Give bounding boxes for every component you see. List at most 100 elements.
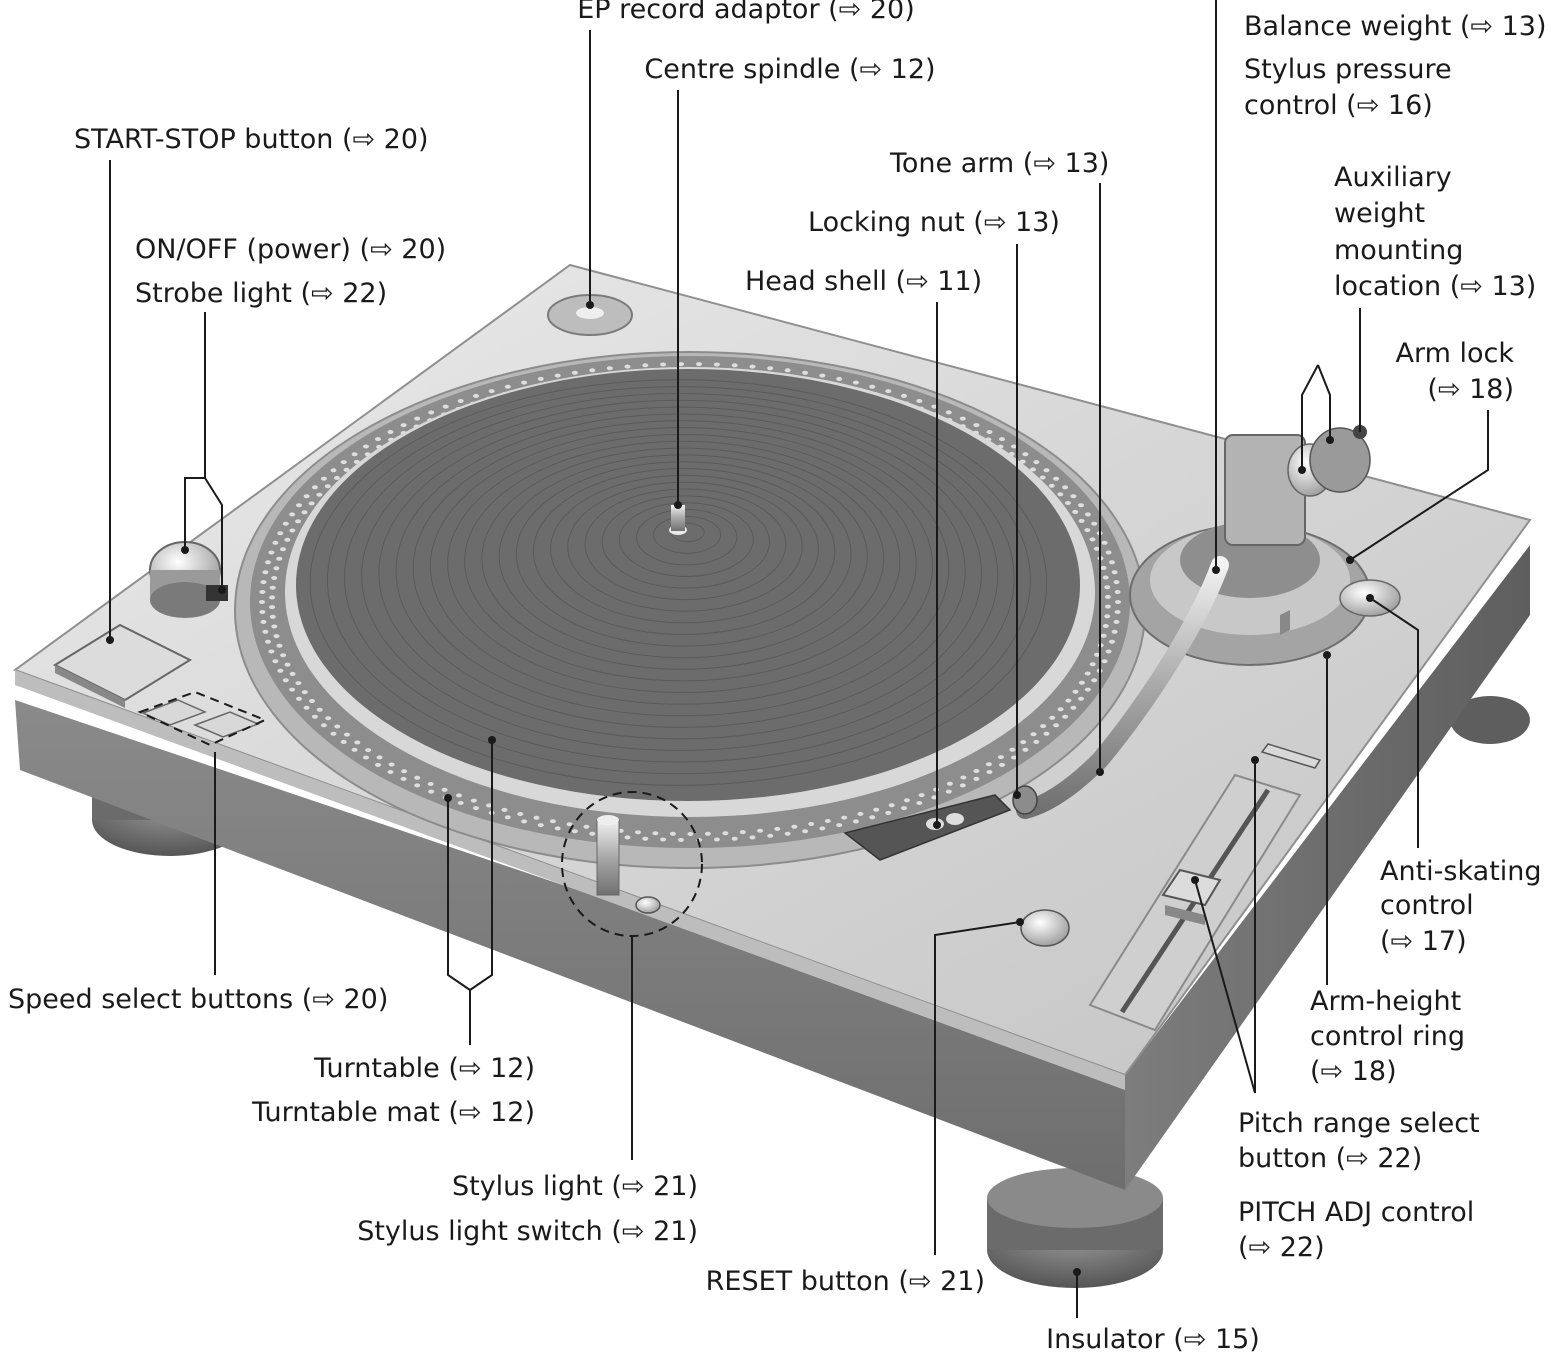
strobe-dot — [428, 410, 435, 415]
mat-groove — [344, 393, 1015, 763]
strobe-dot — [1104, 585, 1111, 590]
strobe-dot — [566, 822, 573, 827]
stylus-light-top — [597, 815, 619, 825]
strobe-dot — [1011, 444, 1017, 449]
strobe-dot — [986, 430, 993, 434]
strobe-dot — [334, 724, 341, 729]
label-anti-skating-1: Anti-skating — [1380, 856, 1542, 887]
strobe-dot — [1113, 619, 1120, 624]
start-stop-button-side — [55, 665, 125, 708]
reset-button[interactable] — [1020, 909, 1070, 947]
chassis-top-edge — [15, 670, 1125, 1090]
label-head-shell: Head shell (⇨ 11) — [745, 266, 982, 297]
stylus-light-switch[interactable] — [635, 896, 661, 914]
strobe-dot — [1109, 560, 1115, 565]
strobe-dot — [1084, 671, 1091, 676]
strobe-dot — [265, 639, 271, 644]
start-stop-button[interactable] — [52, 623, 193, 702]
leader-on-off — [184, 312, 206, 550]
strobe-dot — [1105, 649, 1112, 654]
strobe-dot — [269, 614, 276, 619]
strobe-dot — [282, 521, 289, 526]
strobe-dot — [1104, 594, 1111, 599]
strobe-dot — [303, 705, 310, 710]
tone-arm[interactable] — [1016, 556, 1229, 819]
strobe-dot — [1043, 731, 1050, 736]
strobe-dot — [1101, 540, 1108, 545]
strobe-dot — [549, 819, 556, 824]
strobe-dot — [873, 807, 880, 812]
strobe-dot — [997, 755, 1004, 760]
strobe-dot — [296, 503, 302, 508]
strobe-dot — [1105, 550, 1112, 555]
strobe-dot — [400, 776, 407, 781]
strobe-dot — [284, 662, 291, 667]
label-arm-height-3: (⇨ 18) — [1310, 1056, 1397, 1087]
strobe-dot — [414, 783, 421, 788]
leader-reset — [934, 921, 1021, 1255]
strobe-dot — [916, 801, 923, 805]
tone-arm-assembly — [843, 425, 1401, 861]
strobe-dot — [1009, 747, 1016, 752]
strobe-dot — [1104, 614, 1111, 619]
strobe-dot — [273, 566, 280, 571]
strobe-dot — [457, 801, 464, 805]
pitch-range-select-button[interactable] — [1260, 743, 1322, 769]
strobe-dot — [296, 696, 302, 701]
strobe-dot — [973, 769, 980, 773]
strobe-dot — [687, 832, 694, 836]
strobe-dot — [589, 831, 596, 836]
strobe-dot — [311, 714, 318, 719]
strobe-dot — [375, 437, 381, 442]
mat-groove — [498, 454, 868, 659]
leader-balance-weight — [1317, 364, 1331, 440]
strobe-dot — [999, 762, 1005, 767]
strobe-dot — [521, 380, 528, 385]
strobe-dot — [1030, 467, 1036, 472]
stylus-light — [596, 819, 620, 896]
label-speed-select-buttons: Speed select buttons (⇨ 20) — [8, 984, 388, 1015]
strobe-dot — [272, 659, 279, 664]
strobe-dot — [583, 824, 590, 829]
strobe-dot — [819, 373, 826, 378]
strobe-dot — [774, 826, 781, 831]
strobe-dot — [973, 423, 980, 428]
strobe-dot — [824, 819, 831, 823]
mat-groove — [601, 495, 770, 589]
strobe-dot — [276, 643, 283, 648]
pitch-controls — [1088, 743, 1322, 1032]
strobe-dot — [295, 681, 302, 686]
strobe-dot — [268, 550, 275, 555]
chassis-front-face — [15, 700, 1125, 1190]
strobe-dot — [311, 485, 318, 490]
strobe-dot — [277, 668, 284, 673]
strobe-dot — [624, 364, 631, 369]
strobe-dot — [301, 690, 308, 695]
strobe-dot — [387, 770, 394, 774]
pitch-adj-control[interactable] — [1161, 868, 1222, 907]
strobe-dot — [642, 836, 649, 841]
mat-groove — [481, 447, 885, 670]
strobe-dot — [280, 653, 287, 658]
strobe-dot — [363, 755, 369, 760]
strobe-dot — [931, 795, 938, 800]
strobe-dot — [414, 416, 421, 421]
strobe-dot — [841, 815, 848, 820]
strobe-dot — [885, 389, 892, 394]
strobe-dot — [1114, 590, 1121, 594]
head-shell[interactable] — [843, 794, 1012, 861]
strobe-dot — [316, 707, 323, 712]
strobe-dot — [704, 831, 711, 836]
balance-weight[interactable] — [1309, 427, 1371, 493]
strobe-dot — [273, 634, 280, 639]
strobe-dot — [289, 671, 296, 676]
strobe-dot — [343, 467, 350, 472]
strobe-dot — [1101, 659, 1108, 664]
strobe-dot — [330, 468, 337, 473]
arm-lock[interactable] — [1280, 610, 1290, 635]
strobe-dot — [260, 619, 267, 624]
strobe-dot — [1033, 739, 1040, 744]
strobe-dot — [1020, 740, 1027, 745]
label-pitch-adj-1: PITCH ADJ control — [1238, 1197, 1474, 1228]
strobe-dot — [731, 363, 738, 368]
